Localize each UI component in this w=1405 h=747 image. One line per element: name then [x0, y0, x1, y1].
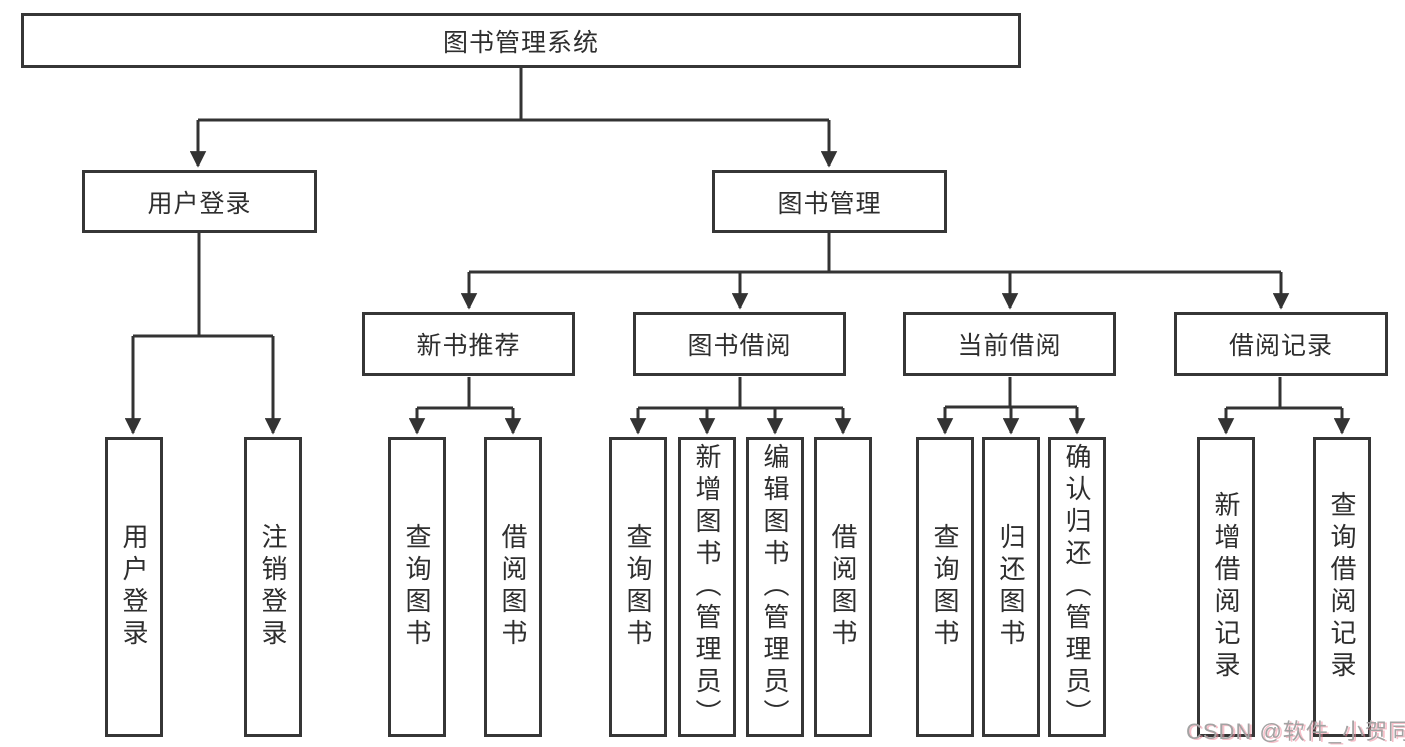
node-label: 新增图书（管理员）	[692, 443, 722, 731]
node-label: 确认归还（管理员）	[1062, 443, 1092, 731]
node-book-borrowing: 图书借阅	[633, 312, 846, 376]
node-bb-borrow-book: 借阅图书	[814, 437, 872, 737]
node-label: 新增借阅记录	[1211, 491, 1241, 683]
node-label: 图书借阅	[687, 332, 792, 360]
node-label: 用户登录	[147, 189, 252, 218]
node-bb-edit-book-admin: 编辑图书（管理员）	[746, 437, 804, 737]
node-label: 借阅记录	[1228, 332, 1333, 360]
node-rec-query-book: 查询图书	[388, 437, 446, 737]
node-label: 借阅图书	[828, 523, 858, 651]
node-cb-return-book: 归还图书	[982, 437, 1040, 737]
node-library-management-system: 图书管理系统	[21, 13, 1021, 68]
node-br-query-record: 查询借阅记录	[1313, 437, 1371, 737]
node-user-login: 用户登录	[82, 170, 317, 233]
node-bb-query-book: 查询图书	[609, 437, 667, 737]
csdn-watermark: CSDN @软件_小贺同学	[1186, 719, 1405, 744]
node-label: 注销登录	[258, 523, 288, 651]
node-current-borrowing: 当前借阅	[903, 312, 1116, 376]
node-borrow-records: 借阅记录	[1174, 312, 1388, 376]
node-label: 借阅图书	[498, 523, 528, 651]
node-label: 用户登录	[119, 523, 149, 651]
node-label: 图书管理系统	[442, 28, 599, 57]
node-bb-add-book-admin: 新增图书（管理员）	[678, 437, 736, 737]
node-rec-borrow-book: 借阅图书	[484, 437, 542, 737]
node-label: 查询借阅记录	[1327, 491, 1357, 683]
node-new-book-recommend: 新书推荐	[362, 312, 575, 376]
node-label: 查询图书	[402, 523, 432, 651]
node-leaf-user-login: 用户登录	[105, 437, 163, 737]
node-label: 图书管理	[777, 189, 882, 218]
node-book-management: 图书管理	[712, 170, 947, 233]
node-cb-confirm-return-admin: 确认归还（管理员）	[1048, 437, 1106, 737]
node-label: 当前借阅	[957, 332, 1062, 360]
node-leaf-logout: 注销登录	[244, 437, 302, 737]
node-label: 归还图书	[996, 523, 1026, 651]
node-label: 查询图书	[930, 523, 960, 651]
node-br-add-record: 新增借阅记录	[1197, 437, 1255, 737]
node-cb-query-book: 查询图书	[916, 437, 974, 737]
node-label: 查询图书	[623, 523, 653, 651]
node-label: 新书推荐	[416, 332, 521, 360]
node-label: 编辑图书（管理员）	[760, 443, 790, 731]
